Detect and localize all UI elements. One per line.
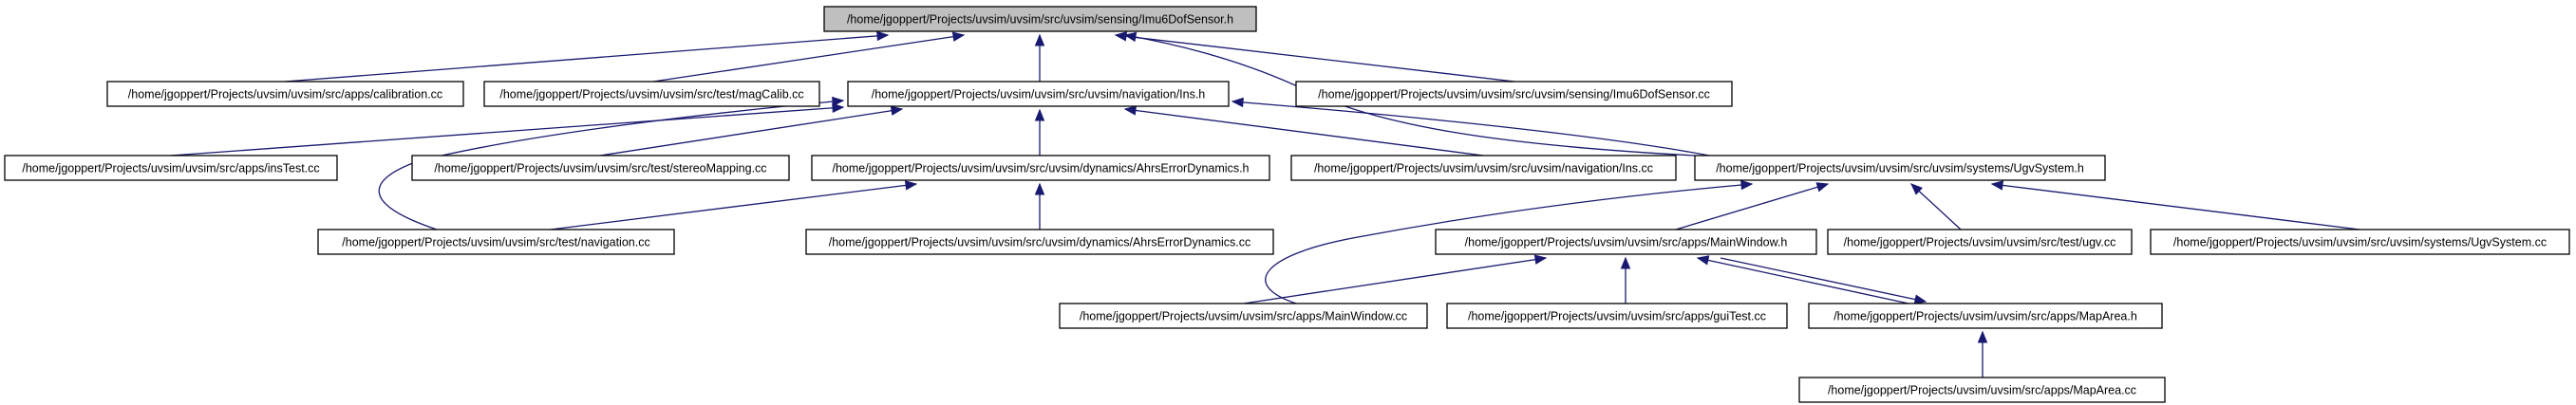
edge-stereo_cc-to-ins_h [599, 108, 903, 156]
node-magcalib_cc[interactable]: /home/jgoppert/Projects/uvsim/uvsim/src/… [483, 81, 820, 107]
edge-calibration_cc-to-imu_h [284, 34, 889, 83]
arrowhead-instest_cc-to-ins_h [832, 102, 845, 114]
node-label: /home/jgoppert/Projects/uvsim/uvsim/src/… [22, 162, 319, 175]
nodes-layer: /home/jgoppert/Projects/uvsim/uvsim/src/… [4, 6, 2570, 403]
arrowhead-navigation_cc-to-ins_h [832, 96, 845, 107]
node-ugv_cc[interactable]: /home/jgoppert/Projects/uvsim/uvsim/src/… [2150, 229, 2570, 255]
arrowhead-maparea_cc-to-maparea_h [1977, 330, 1988, 343]
arrowhead-mainwindow_h-to-maparea_h [1913, 294, 1927, 304]
node-label: /home/jgoppert/Projects/uvsim/uvsim/src/… [1844, 236, 2116, 249]
node-label: /home/jgoppert/Projects/uvsim/uvsim/src/… [829, 236, 1251, 249]
edge-navigation_cc-to-ahrs_h [550, 183, 917, 230]
arrowhead-ins_cc-to-ins_h [1123, 105, 1138, 116]
node-label: /home/jgoppert/Projects/uvsim/uvsim/src/… [1716, 162, 2084, 175]
arrowhead-ugv_cc-to-ugv_h [1990, 180, 2004, 191]
node-box[interactable] [317, 229, 675, 255]
arrowhead-imu_cc-to-imu_h [1114, 31, 1128, 42]
arrowhead-navigation_cc-to-ahrs_h [904, 180, 918, 191]
node-instest_cc[interactable]: /home/jgoppert/Projects/uvsim/uvsim/src/… [4, 155, 338, 181]
node-box[interactable] [1290, 155, 1677, 181]
edge-mainwindow_cc-to-ugv_h [1265, 183, 1753, 304]
edge-mainwindow_cc-to-mainwindow_h [1243, 257, 1547, 304]
node-ins_cc[interactable]: /home/jgoppert/Projects/uvsim/uvsim/src/… [1290, 155, 1677, 181]
node-label: /home/jgoppert/Projects/uvsim/uvsim/src/… [1833, 310, 2137, 323]
node-box[interactable] [483, 81, 820, 107]
node-box[interactable] [823, 6, 1257, 32]
node-label: /home/jgoppert/Projects/uvsim/uvsim/src/… [832, 162, 1249, 175]
node-box[interactable] [1694, 155, 2106, 181]
node-stereo_cc[interactable]: /home/jgoppert/Projects/uvsim/uvsim/src/… [411, 155, 790, 181]
node-maparea_h[interactable]: /home/jgoppert/Projects/uvsim/uvsim/src/… [1808, 303, 2163, 329]
edge-ugv_cc-to-ugv_h [1991, 183, 2360, 230]
node-imu_cc[interactable]: /home/jgoppert/Projects/uvsim/uvsim/src/… [1295, 81, 1733, 107]
node-box[interactable] [1446, 303, 1788, 329]
edges-layer [170, 30, 2360, 377]
node-box[interactable] [411, 155, 790, 181]
edge-navigation_cc-to-ins_h [378, 100, 844, 230]
node-box[interactable] [811, 155, 1270, 181]
edge-ugv_test_cc-to-ugv_h [1910, 183, 1962, 230]
arrowhead-ahrs_h-to-ins_h [1034, 108, 1045, 121]
arrowhead-calibration_cc-to-imu_h [876, 30, 890, 42]
node-label: /home/jgoppert/Projects/uvsim/uvsim/src/… [847, 13, 1233, 27]
node-box[interactable] [106, 81, 464, 107]
node-navigation_cc[interactable]: /home/jgoppert/Projects/uvsim/uvsim/src/… [317, 229, 675, 255]
arrowhead-ahrs_cc-to-ahrs_h [1034, 182, 1045, 195]
node-label: /home/jgoppert/Projects/uvsim/uvsim/src/… [1828, 384, 2136, 397]
node-label: /home/jgoppert/Projects/uvsim/uvsim/src/… [128, 88, 442, 101]
arrowhead-ugv_test_cc-to-ugv_h [1910, 183, 1924, 195]
node-mainwindow_h[interactable]: /home/jgoppert/Projects/uvsim/uvsim/src/… [1435, 229, 1817, 255]
arrowhead-mainwindow_cc-to-mainwindow_h [1533, 254, 1548, 265]
node-label: /home/jgoppert/Projects/uvsim/uvsim/src/… [1080, 310, 1407, 323]
node-ahrs_cc[interactable]: /home/jgoppert/Projects/uvsim/uvsim/src/… [805, 229, 1274, 255]
node-box[interactable] [1059, 303, 1428, 329]
node-label: /home/jgoppert/Projects/uvsim/uvsim/src/… [1314, 162, 1653, 175]
node-guitest_cc[interactable]: /home/jgoppert/Projects/uvsim/uvsim/src/… [1446, 303, 1788, 329]
arrowhead-ins_h-to-imu_h [1034, 33, 1045, 46]
edge-mainwindow_h-to-ugv_h [1675, 183, 1829, 230]
arrowhead-mainwindow_cc-to-ugv_h [1740, 179, 1754, 191]
node-box[interactable] [847, 81, 1230, 107]
node-imu_h[interactable]: /home/jgoppert/Projects/uvsim/uvsim/src/… [823, 6, 1257, 32]
node-ins_h[interactable]: /home/jgoppert/Projects/uvsim/uvsim/src/… [847, 81, 1230, 107]
arrowhead-magcalib_cc-to-imu_h [951, 31, 966, 42]
node-label: /home/jgoppert/Projects/uvsim/uvsim/src/… [434, 162, 766, 175]
node-box[interactable] [2150, 229, 2570, 255]
node-label: /home/jgoppert/Projects/uvsim/uvsim/src/… [342, 236, 649, 249]
edge-mainwindow_h-to-maparea_h [1720, 257, 1927, 303]
edge-ugv_h-to-ins_h [1232, 101, 1710, 156]
node-box[interactable] [1435, 229, 1817, 255]
edge-imu_cc-to-imu_h [1115, 34, 1515, 83]
arrowhead-maparea_h-to-mainwindow_h [1696, 255, 1710, 266]
node-box[interactable] [4, 155, 338, 181]
arrowhead-ugv_h-to-ins_h [1231, 97, 1244, 108]
node-box[interactable] [805, 229, 1274, 255]
node-label: /home/jgoppert/Projects/uvsim/uvsim/src/… [872, 88, 1206, 101]
node-label: /home/jgoppert/Projects/uvsim/uvsim/src/… [1318, 88, 1710, 101]
arrowhead-mainwindow_h-to-ugv_h [1815, 182, 1830, 193]
node-label: /home/jgoppert/Projects/uvsim/uvsim/src/… [499, 88, 803, 101]
node-ahrs_h[interactable]: /home/jgoppert/Projects/uvsim/uvsim/src/… [811, 155, 1270, 181]
node-box[interactable] [1295, 81, 1733, 107]
node-ugv_h[interactable]: /home/jgoppert/Projects/uvsim/uvsim/src/… [1694, 155, 2106, 181]
node-box[interactable] [1808, 303, 2163, 329]
node-mainwindow_cc[interactable]: /home/jgoppert/Projects/uvsim/uvsim/src/… [1059, 303, 1428, 329]
edge-instest_cc-to-ins_h [170, 106, 844, 156]
node-label: /home/jgoppert/Projects/uvsim/uvsim/src/… [2173, 236, 2547, 249]
node-maparea_cc[interactable]: /home/jgoppert/Projects/uvsim/uvsim/src/… [1798, 377, 2166, 403]
node-box[interactable] [1798, 377, 2166, 403]
node-label: /home/jgoppert/Projects/uvsim/uvsim/src/… [1468, 310, 1766, 323]
node-label: /home/jgoppert/Projects/uvsim/uvsim/src/… [1465, 236, 1788, 249]
edge-magcalib_cc-to-imu_h [652, 34, 965, 83]
arrowhead-guitest_cc-to-mainwindow_h [1620, 256, 1631, 269]
node-calibration_cc[interactable]: /home/jgoppert/Projects/uvsim/uvsim/src/… [106, 81, 464, 107]
node-ugv_test_cc[interactable]: /home/jgoppert/Projects/uvsim/uvsim/src/… [1827, 229, 2133, 255]
arrowhead-stereo_cc-to-ins_h [890, 105, 904, 116]
edge-ins_cc-to-ins_h [1124, 108, 1484, 156]
edge-maparea_h-to-mainwindow_h [1697, 257, 1909, 304]
node-box[interactable] [1827, 229, 2133, 255]
